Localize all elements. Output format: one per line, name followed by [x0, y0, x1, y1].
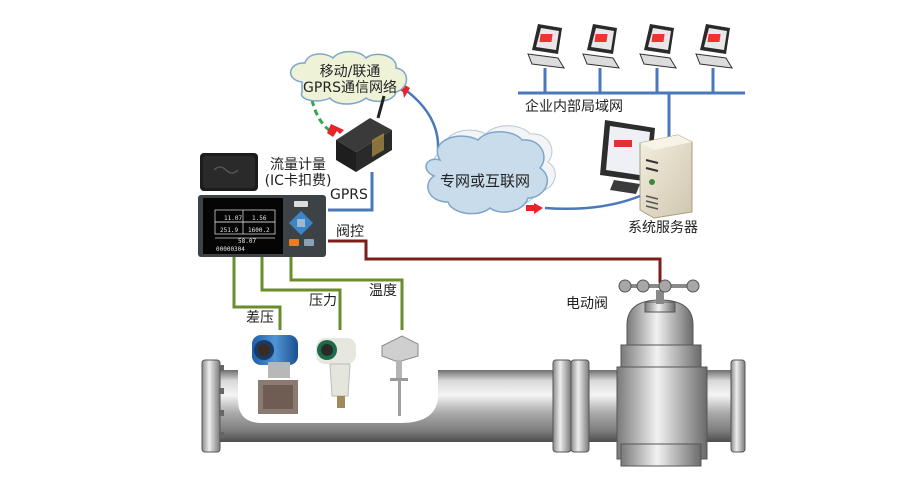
arrow-icon — [327, 124, 344, 137]
server-icon[interactable] — [600, 120, 693, 219]
network-links — [310, 86, 641, 212]
sensor-lines — [232, 257, 404, 330]
valve-control-label: 阀控 — [336, 224, 364, 240]
differential-pressure-transmitter-icon[interactable] — [252, 335, 298, 414]
pressure-transmitter-icon[interactable] — [316, 338, 356, 408]
lan-bus — [518, 68, 745, 140]
svg-text:1.56: 1.56 — [252, 215, 267, 222]
svg-text:58.07: 58.07 — [238, 238, 256, 245]
arrow-icon — [526, 203, 543, 214]
gprs-cloud-label-line2: GPRS通信网络 — [303, 80, 397, 96]
svg-text:1600.2: 1600.2 — [248, 227, 270, 234]
motor-valve-label: 电动阀 — [566, 296, 608, 312]
svg-text:11.07: 11.07 — [224, 215, 242, 222]
gprs-label: GPRS — [330, 187, 368, 203]
cloud-icon — [290, 50, 408, 105]
gprs-cloud-label-line1: 移动/联通 — [319, 64, 381, 80]
laptop-icon[interactable] — [527, 24, 565, 69]
temperature-sensor-icon[interactable] — [381, 335, 419, 416]
valve-control-line — [328, 239, 662, 283]
svg-text:251.9: 251.9 — [220, 227, 238, 234]
gprs-cloud — [290, 50, 408, 105]
set-button[interactable] — [289, 239, 299, 246]
ic-card-reader-icon[interactable] — [200, 153, 258, 191]
sensor-label-pressure: 压力 — [309, 293, 337, 309]
cloud-icon — [425, 131, 549, 215]
usb-port-icon — [294, 201, 308, 207]
enter-button[interactable] — [304, 239, 314, 246]
lan-label: 企业内部局域网 — [525, 99, 623, 115]
valve-icon[interactable] — [616, 279, 708, 467]
client-laptops — [527, 24, 733, 69]
internet-cloud — [425, 125, 556, 215]
sensor-label-temperature: 温度 — [369, 283, 397, 299]
gprs-modem-icon[interactable] — [336, 95, 392, 172]
flow-computer-icon[interactable]: 11.07 1.56 251.9 1600.2 58.07 00000304 — [198, 195, 326, 257]
gprs-cloud-label: 移动/联通 GPRS通信网络 — [298, 64, 402, 96]
laptop-icon[interactable] — [582, 24, 620, 69]
flow-meter-label: 流量计量 (IC卡扣费) — [262, 157, 334, 189]
sensor-label-dp: 差压 — [246, 310, 274, 326]
internet-cloud-label: 专网或互联网 — [440, 172, 531, 190]
svg-text:00000304: 00000304 — [216, 246, 245, 253]
flow-meter-label-line1: 流量计量 — [270, 157, 326, 173]
dpad-icon[interactable] — [289, 211, 313, 235]
laptop-icon[interactable] — [695, 24, 733, 69]
laptop-icon[interactable] — [639, 24, 677, 69]
flow-meter-label-line2: (IC卡扣费) — [264, 173, 332, 189]
server-label: 系统服务器 — [628, 220, 698, 236]
